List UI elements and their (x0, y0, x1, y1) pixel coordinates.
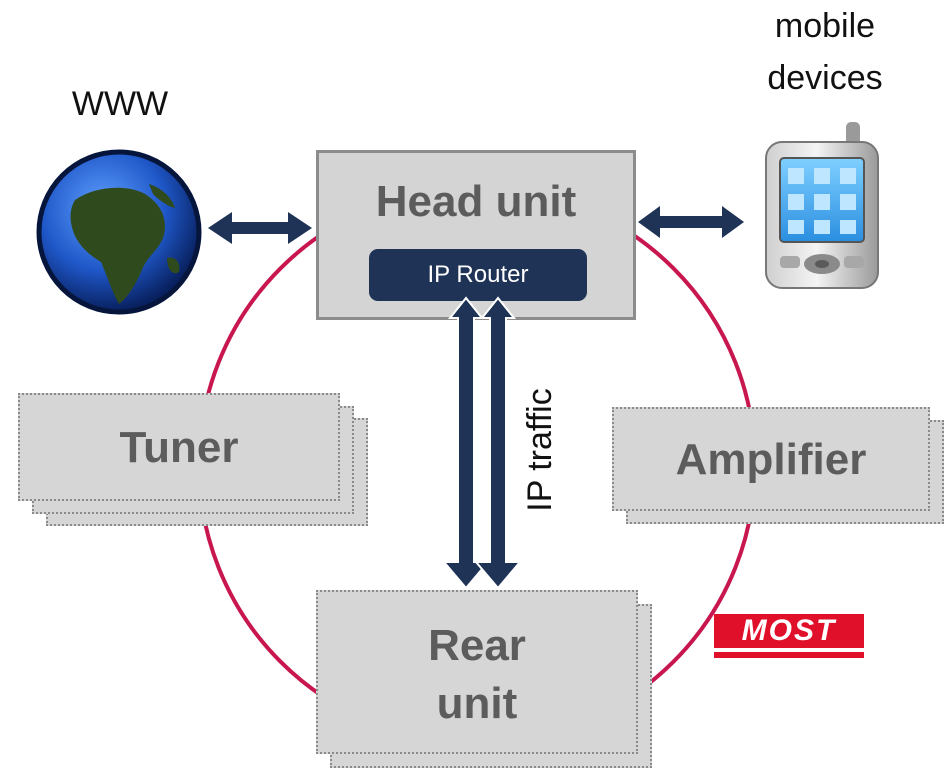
www-link-arrow (208, 212, 312, 244)
most-logo-underline (714, 652, 864, 658)
ip-router-block: IP Router (369, 249, 587, 301)
rear-unit-box: Rear unit (316, 590, 638, 754)
ip-traffic-label: IP traffic (521, 388, 559, 512)
tuner-box: Tuner (18, 393, 340, 501)
amplifier-title: Amplifier (675, 435, 867, 484)
rear-unit-title-line1: Rear (428, 621, 526, 670)
rear-unit-title-line2: unit (436, 679, 518, 728)
most-logo-text: MOST (714, 614, 864, 648)
mobile-device-icon (765, 122, 879, 289)
www-label: WWW (71, 85, 169, 123)
tuner-title: Tuner (119, 423, 239, 472)
mobile-label-line1: mobile (774, 7, 876, 45)
head-unit-box: Head unit IP Router (316, 150, 636, 320)
mobile-label-line2: devices (767, 59, 883, 97)
amplifier-box: Amplifier (612, 407, 930, 511)
most-logo: MOST (714, 614, 864, 662)
ip-traffic-arrow-left (441, 296, 491, 590)
head-unit-title: Head unit (375, 177, 577, 226)
mobile-link-arrow (638, 206, 744, 238)
ip-traffic-arrow-right (473, 296, 523, 590)
globe-icon (36, 149, 202, 315)
ip-traffic-arrows (441, 296, 523, 590)
